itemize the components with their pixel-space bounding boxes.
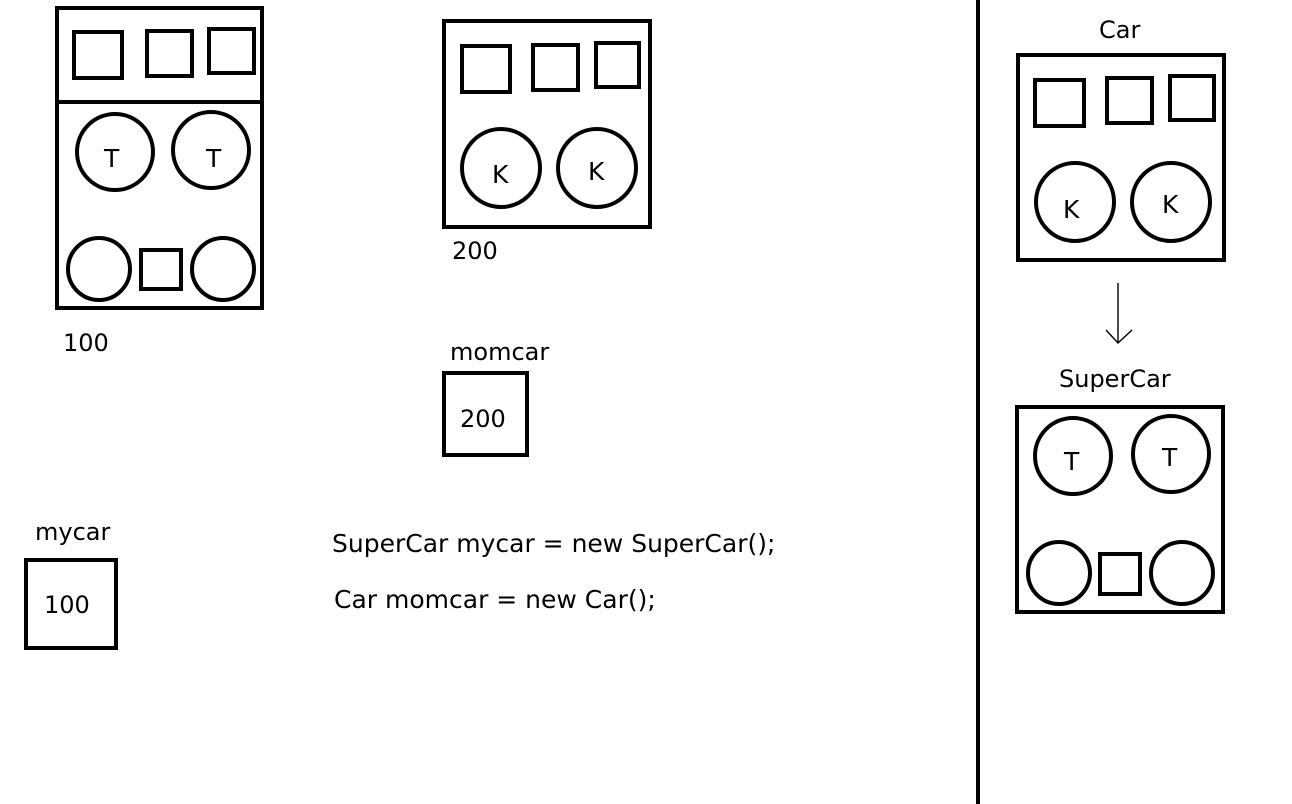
object-100-outline [55, 6, 264, 310]
t-wheel-label: T [103, 144, 120, 173]
center-square [1098, 552, 1142, 596]
k-wheel-label: K [1162, 190, 1179, 219]
supercar-class-name: SuperCar [1059, 365, 1171, 393]
t-wheel [1131, 414, 1211, 494]
window-square [145, 29, 194, 78]
code-line-2: Car momcar = new Car(); [334, 585, 656, 614]
window-square [594, 41, 641, 89]
t-wheel-label: T [1161, 443, 1178, 472]
t-wheel [1033, 416, 1113, 496]
car-class: Car K K [1016, 16, 1226, 262]
plain-wheel [190, 236, 256, 302]
mycar-value: 100 [44, 591, 90, 619]
plain-wheel [1026, 540, 1092, 606]
center-square [139, 248, 183, 291]
t-wheel [75, 112, 155, 192]
inheritance-arrow [1105, 283, 1133, 344]
k-wheel-label: K [588, 157, 605, 186]
car-class-outline [1016, 53, 1226, 262]
t-wheel-label: T [1063, 447, 1080, 476]
momcar-value: 200 [460, 405, 506, 433]
window-square [531, 43, 580, 92]
window-square [207, 27, 256, 75]
supercar-class-outline [1015, 405, 1225, 614]
k-wheel [460, 127, 542, 209]
window-square [72, 30, 124, 80]
window-square [1033, 78, 1086, 128]
plain-wheel [1149, 540, 1215, 606]
window-square [1168, 74, 1216, 122]
object-200: K K 200 [442, 19, 652, 265]
momcar-name: momcar [450, 338, 549, 366]
mycar-name: mycar [35, 518, 110, 546]
t-wheel [171, 110, 251, 190]
object-200-outline [442, 19, 652, 229]
code-line-1: SuperCar mycar = new SuperCar(); [332, 529, 775, 558]
window-square [1105, 76, 1154, 125]
object-200-address: 200 [452, 237, 498, 265]
supercar-class: SuperCar T T [1015, 365, 1225, 614]
k-wheel [1130, 161, 1212, 243]
window-square [460, 44, 512, 94]
k-wheel-label: K [492, 160, 509, 189]
arrow-head [1105, 329, 1133, 344]
t-wheel-label: T [205, 144, 222, 173]
object-100: T T 100 [55, 6, 264, 357]
momcar-slot [442, 371, 529, 457]
k-wheel [556, 127, 638, 209]
mycar-variable: mycar 100 [24, 518, 118, 650]
k-wheel [1034, 161, 1116, 243]
k-wheel-label: K [1063, 195, 1080, 224]
plain-wheel [66, 236, 132, 302]
mycar-slot [24, 558, 118, 650]
object-100-address: 100 [63, 329, 109, 357]
car-class-name: Car [1099, 16, 1140, 44]
momcar-variable: momcar 200 [442, 338, 549, 457]
